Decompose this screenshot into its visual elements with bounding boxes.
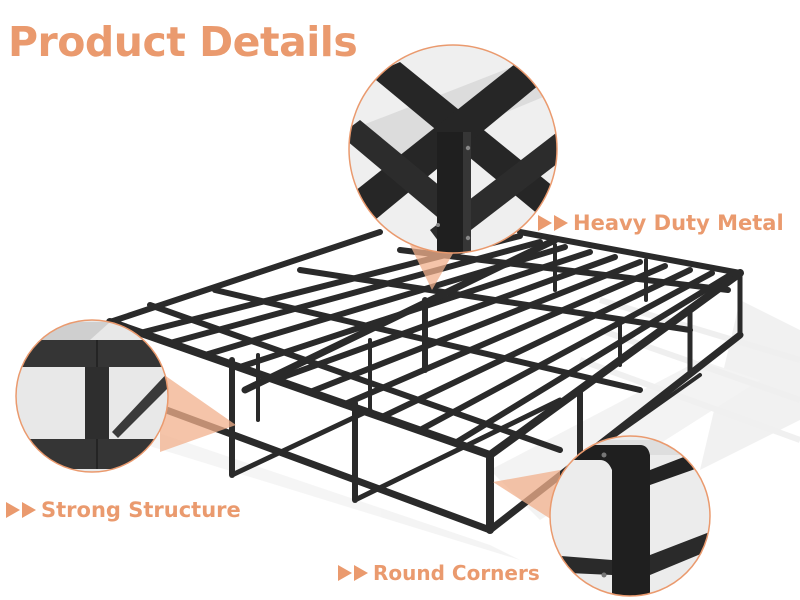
callout-strong-structure: Strong Structure xyxy=(6,498,241,522)
callout-heavy-duty-metal: Heavy Duty Metal xyxy=(538,211,784,235)
callout-label: Strong Structure xyxy=(41,498,241,522)
top-callout-pointer xyxy=(410,245,455,290)
callout-label: Round Corners xyxy=(373,561,540,585)
callout-round-corners: Round Corners xyxy=(338,561,540,585)
right-callout-pointer xyxy=(493,470,560,525)
double-play-arrow-icon xyxy=(6,502,38,518)
callout-label: Heavy Duty Metal xyxy=(573,211,784,235)
detail-circle-center-joint xyxy=(348,44,558,254)
double-play-arrow-icon xyxy=(338,565,370,581)
double-play-arrow-icon xyxy=(538,215,570,231)
detail-circle-round-corner xyxy=(549,435,711,597)
bed-frame xyxy=(106,229,744,534)
detail-circle-side-joint xyxy=(15,319,169,473)
page-title: Product Details xyxy=(8,18,358,66)
left-callout-pointer xyxy=(160,372,236,452)
